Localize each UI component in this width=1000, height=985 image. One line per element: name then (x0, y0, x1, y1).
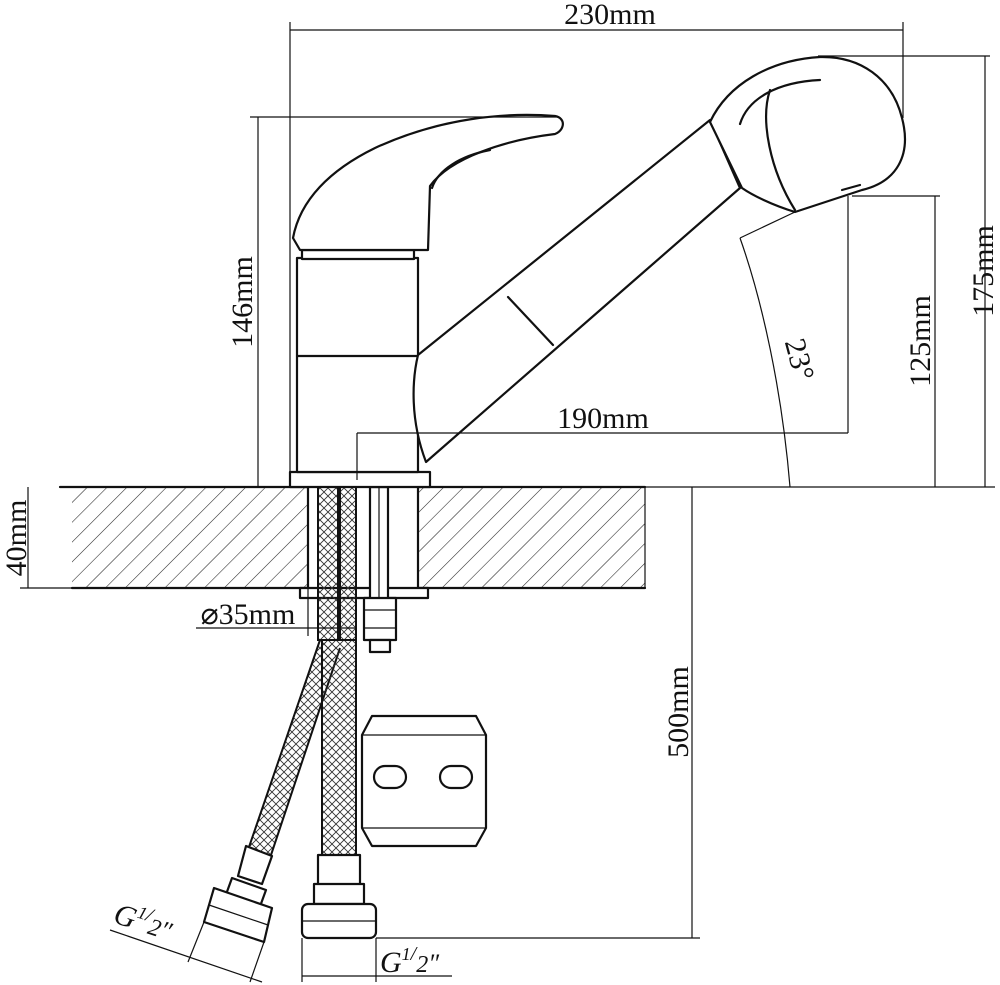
dim-total-height: 175mm (645, 55, 1000, 488)
thread-label-right: G1/2″ (380, 943, 440, 979)
dim-label-angle: 23° (778, 335, 821, 384)
dim-countertop-thickness: 40mm (0, 487, 72, 589)
dim-label-35: ⌀35mm (201, 598, 296, 631)
dim-spout-height: 125mm (852, 195, 940, 487)
dim-label-175: 175mm (967, 225, 1000, 317)
dim-label-190: 190mm (557, 402, 649, 435)
dim-label-230: 230mm (564, 0, 656, 31)
dim-label-146: 146mm (226, 256, 259, 348)
thread-dim-right: G1/2″ (301, 938, 452, 982)
lever-handle (291, 113, 564, 252)
hose-weight (360, 714, 488, 848)
faucet-spout (412, 118, 742, 464)
dim-label-40: 40mm (0, 500, 33, 577)
right-hose (300, 486, 378, 940)
spray-head (708, 55, 907, 214)
dim-spray-angle: 23° (739, 211, 821, 488)
mounting-stud (362, 485, 398, 654)
dim-label-125: 125mm (904, 295, 937, 387)
dim-total-width: 230mm (289, 0, 904, 482)
thread-label-left: G1/2″ (110, 894, 178, 947)
faucet-base (288, 470, 432, 489)
dim-label-500: 500mm (662, 666, 695, 758)
dim-hose-length: 500mm (376, 487, 700, 939)
dim-spout-reach: 190mm (356, 196, 849, 480)
dim-hole-diameter: ⌀35mm (196, 588, 357, 636)
dim-body-height: 146mm (226, 116, 558, 487)
left-hose (202, 486, 341, 944)
